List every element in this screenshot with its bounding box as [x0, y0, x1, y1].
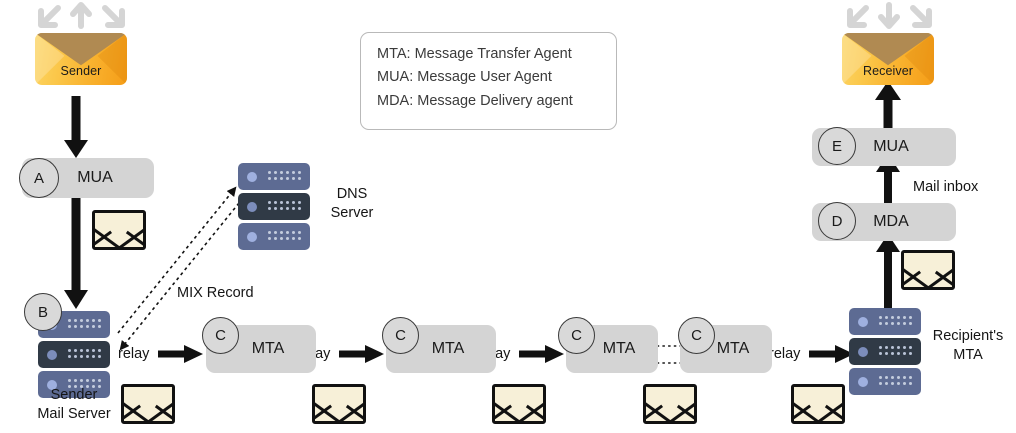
sender-mua-label: MUA — [77, 169, 113, 186]
mail-icon-7 — [901, 250, 955, 290]
mta-label-2: MTA — [431, 340, 465, 357]
mail-icon-5 — [643, 384, 697, 424]
mail-icon-6 — [791, 384, 845, 424]
receiver-envelope-icon: Receiver — [842, 33, 934, 85]
legend-box: MTA: Message Transfer Agent MUA: Message… — [360, 32, 617, 130]
mail-icon-2 — [121, 384, 175, 424]
dns-server-label: DNS Server — [330, 186, 374, 221]
arrow-recipientmta-to-mda — [876, 234, 900, 312]
sender-envelope-icon: Sender — [35, 33, 127, 85]
step-badge-c-4: C — [678, 317, 715, 354]
sender-hint-arrows — [38, 2, 125, 29]
receiver-hint-arrows — [847, 2, 932, 29]
relay-arrow-3 — [519, 345, 564, 363]
mail-icon-1 — [92, 210, 146, 250]
step-badge-a: A — [19, 158, 59, 198]
recipient-mta-rack[interactable] — [849, 308, 921, 396]
legend-line-mua: MUA: Message User Agent — [377, 69, 552, 86]
step-badge-b: B — [24, 293, 62, 331]
step-badge-c-3: C — [558, 317, 595, 354]
step-badge-e: E — [818, 127, 856, 165]
step-badge-d: D — [818, 202, 856, 240]
relay-arrow-1 — [158, 345, 203, 363]
arrow-mua-to-mailserver — [64, 197, 88, 309]
mail-icon-3 — [312, 384, 366, 424]
mail-inbox-label: Mail inbox — [913, 179, 979, 195]
mail-icon-4 — [492, 384, 546, 424]
mta-label-3: MTA — [602, 340, 636, 357]
relay-arrow-4 — [809, 345, 854, 363]
receiver-envelope-label: Receiver — [862, 64, 914, 78]
sender-envelope-label: Sender — [60, 64, 102, 78]
recipient-mta-label: Recipient's MTA — [932, 328, 1004, 363]
step-badge-c-2: C — [382, 317, 419, 354]
step-badge-c-1: C — [202, 317, 239, 354]
mta-label-1: MTA — [251, 340, 285, 357]
recipient-mua-label: MUA — [873, 138, 909, 155]
mta-label-4: MTA — [716, 340, 750, 357]
sender-mail-server-label: Sender Mail Server — [37, 387, 111, 422]
arrow-mua-to-receiver — [875, 81, 901, 130]
legend-line-mta: MTA: Message Transfer Agent — [377, 46, 572, 62]
dns-server-rack[interactable] — [238, 163, 310, 251]
arrow-sender-to-mua — [64, 96, 88, 158]
mix-record-label: MIX Record — [177, 285, 254, 301]
recipient-mda-label: MDA — [873, 213, 909, 230]
legend-line-mda: MDA: Message Delivery agent — [377, 92, 573, 109]
relay-label-4: relay — [769, 346, 801, 362]
relay-arrow-2 — [339, 345, 384, 363]
relay-label-1: relay — [118, 346, 150, 362]
